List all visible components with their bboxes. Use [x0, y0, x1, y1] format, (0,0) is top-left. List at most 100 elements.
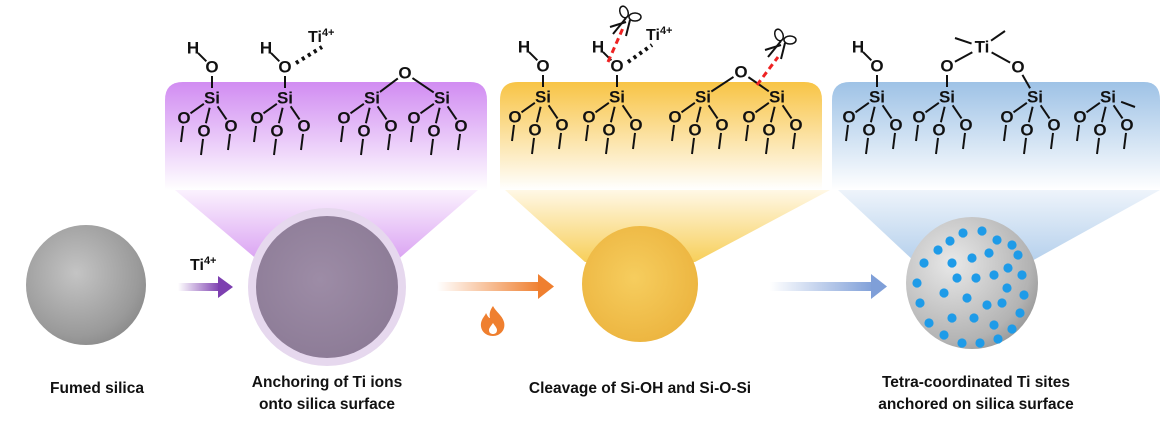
- bond: [695, 106, 702, 123]
- bond: [845, 124, 850, 142]
- bond: [200, 138, 204, 156]
- o-atom: O: [407, 109, 420, 128]
- bond: [991, 51, 1011, 64]
- bond: [1023, 137, 1027, 155]
- bond: [189, 102, 205, 115]
- caption-tetra-line1: Tetra-coordinated Ti sites: [882, 374, 1070, 391]
- o-atom: O: [870, 57, 883, 76]
- ti-site-dot: [924, 318, 934, 328]
- bond: [180, 125, 184, 143]
- si-atom: Si: [609, 88, 625, 107]
- bond: [197, 52, 208, 63]
- ti-site-dots: [912, 226, 1029, 348]
- o-atom: O: [940, 57, 953, 76]
- bond: [300, 133, 304, 151]
- ti-site-dot: [939, 330, 949, 340]
- caption-anchoring-line2: onto silica surface: [259, 396, 395, 413]
- o-atom: O: [536, 57, 549, 76]
- surface-panel-blue: [832, 82, 1160, 190]
- o-atom: O: [270, 122, 283, 141]
- bond: [227, 133, 231, 151]
- bond: [434, 107, 441, 124]
- ti-site-dot: [1007, 324, 1017, 334]
- o-atom: O: [610, 57, 623, 76]
- bond: [379, 77, 399, 93]
- ti-site-dot: [992, 235, 1002, 245]
- bond: [718, 132, 723, 150]
- ti-site-dot: [1002, 283, 1012, 293]
- o-atom: O: [205, 58, 218, 77]
- bond: [411, 77, 435, 94]
- bond: [939, 106, 946, 123]
- scissors-icon: [609, 5, 642, 37]
- bond: [204, 107, 211, 124]
- bond: [745, 124, 750, 142]
- bond: [869, 106, 876, 123]
- si-atom: Si: [535, 88, 551, 107]
- ti-site-dot: [982, 300, 992, 310]
- o-atom: O: [224, 117, 237, 136]
- o-atom: O: [912, 108, 925, 127]
- bond: [511, 124, 516, 142]
- h-atom: H: [518, 38, 530, 57]
- ti-site-dot: [1017, 270, 1027, 280]
- bond: [270, 52, 281, 63]
- bond: [410, 125, 414, 143]
- o-atom: O: [602, 121, 615, 140]
- bond: [754, 101, 770, 114]
- si-atom: Si: [769, 88, 785, 107]
- o-atom: O: [278, 58, 291, 77]
- bond: [954, 37, 972, 45]
- fumed-silica-sphere: [26, 225, 146, 345]
- h-atom: H: [852, 38, 864, 57]
- bond: [535, 106, 542, 123]
- bond: [360, 138, 364, 156]
- arrow-ti-label: Ti4+: [190, 255, 216, 274]
- arrow-calcination: [437, 274, 554, 299]
- bond: [1003, 124, 1008, 142]
- si-atom: Si: [939, 88, 955, 107]
- bond: [1021, 74, 1031, 89]
- o-atom: O: [1073, 108, 1086, 127]
- zoom-funnel-yellow: [505, 190, 830, 262]
- bond: [1123, 132, 1127, 150]
- o-atom: O: [629, 116, 642, 135]
- si-atom: Si: [1100, 88, 1116, 107]
- bond: [520, 101, 536, 114]
- bond: [962, 132, 967, 150]
- bond: [1100, 106, 1107, 123]
- o-atom: O: [1020, 121, 1033, 140]
- ti-site-dot: [969, 313, 979, 323]
- o-atom: O: [528, 121, 541, 140]
- ti-site-dot: [962, 293, 972, 303]
- caption-cleavage: Cleavage of Si-OH and Si-O-Si: [529, 380, 751, 397]
- bond: [935, 137, 940, 155]
- si-atom: Si: [695, 88, 711, 107]
- o-atom: O: [668, 108, 681, 127]
- si-atom: Si: [434, 89, 450, 108]
- bond: [792, 132, 797, 150]
- bond: [951, 104, 963, 119]
- arrow-ti-addition: [178, 276, 233, 298]
- bond: [1039, 104, 1051, 119]
- bond: [376, 105, 388, 120]
- ti-anchored-sphere: [256, 216, 398, 358]
- o-atom: O: [582, 108, 595, 127]
- ti-site-dot: [958, 228, 968, 238]
- bond: [892, 132, 897, 150]
- o-atom: O: [959, 116, 972, 135]
- bond: [680, 101, 696, 114]
- o-atom: O: [454, 117, 467, 136]
- bond: [691, 137, 696, 155]
- bond: [1027, 106, 1034, 123]
- ti4-ion-label: Ti4+: [646, 25, 672, 44]
- o-atom: O: [177, 109, 190, 128]
- bond: [594, 101, 610, 114]
- bond: [707, 104, 719, 119]
- o-atom: O: [508, 108, 521, 127]
- bond: [430, 138, 434, 156]
- bond: [769, 106, 776, 123]
- bond: [865, 137, 870, 155]
- si-atom: Si: [204, 89, 220, 108]
